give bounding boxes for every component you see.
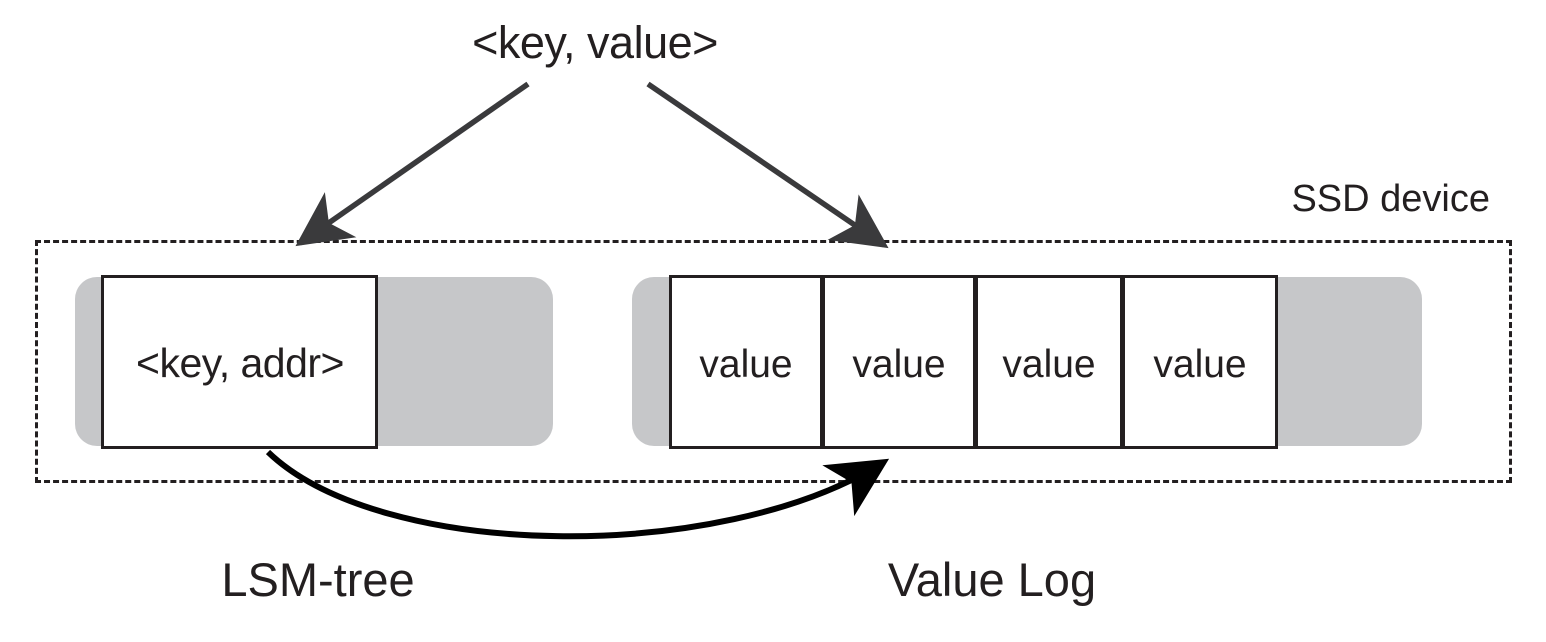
- arrow-kv-to-lsm: [295, 81, 530, 247]
- key-value-label: <key, value>: [472, 17, 718, 68]
- value-log-cell[interactable]: [822, 275, 976, 449]
- ssd-device-label: SSD device: [1291, 178, 1490, 220]
- value-log-caption: Value Log: [887, 553, 1097, 606]
- value-log-cell[interactable]: [669, 275, 823, 449]
- lsm-tree-caption: LSM-tree: [221, 553, 415, 606]
- value-cell-label: value: [852, 343, 946, 386]
- value-cell-label: value: [1153, 343, 1247, 386]
- lsm-tree-entry-label: <key, addr>: [136, 340, 345, 386]
- lsm-tree-entry-box[interactable]: [101, 275, 378, 449]
- value-cell-label: value: [1002, 343, 1096, 386]
- value-cell-label: value: [699, 343, 793, 386]
- arrow-kv-to-valuelog: [646, 81, 889, 249]
- value-log-cell[interactable]: [975, 275, 1123, 449]
- value-log-cell[interactable]: [1122, 275, 1278, 449]
